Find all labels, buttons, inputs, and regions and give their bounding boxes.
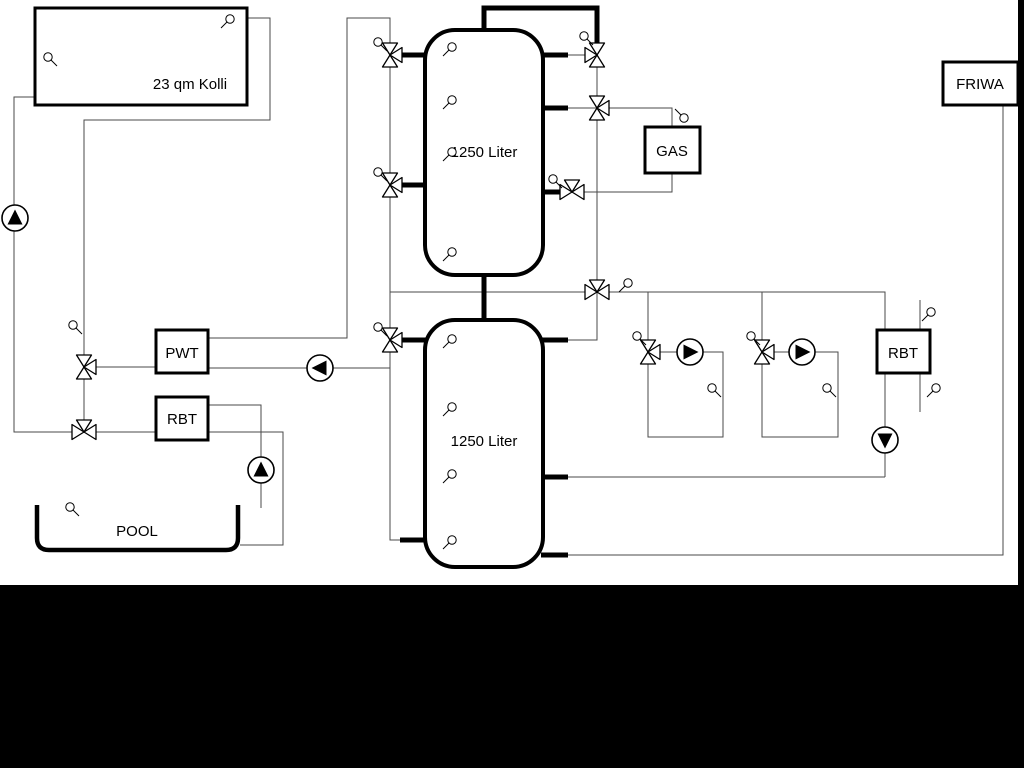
pwt-label: PWT — [165, 345, 198, 362]
solar-collector: 23 qm Kolli — [33, 6, 249, 107]
gas-boiler: GAS — [643, 125, 702, 175]
buffer-tank-bottom-label: 1250 Liter — [451, 433, 518, 450]
pwt-heat-exchanger: PWT — [154, 328, 210, 375]
solar-pump-icon — [1, 204, 29, 232]
heating-pump-2-icon — [788, 338, 816, 366]
right-edge-mask — [1018, 0, 1024, 585]
buffer-tank-top-label: 1250 Liter — [451, 144, 518, 161]
pool-label: POOL — [116, 523, 158, 540]
return-pump-icon — [871, 426, 899, 454]
thick-pipe-connections — [400, 5, 600, 558]
collector-label: 23 qm Kolli — [153, 76, 227, 93]
rbt-right-label: RBT — [888, 345, 918, 362]
heating-pump-1-icon — [676, 338, 704, 366]
rbt-exchanger-right: RBT — [875, 328, 932, 375]
rbt-exchanger-left: RBT — [154, 395, 210, 442]
rbt-left-label: RBT — [167, 411, 197, 428]
pool-basin: POOL — [34, 505, 241, 553]
friwa-station: FRIWA — [941, 60, 1020, 107]
bottom-mask — [0, 585, 1024, 768]
buffer-tank-top: 1250 Liter — [423, 28, 545, 277]
friwa-label: FRIWA — [956, 76, 1004, 93]
buffer-tank-bottom: 1250 Liter — [423, 318, 545, 569]
gas-boiler-label: GAS — [656, 143, 688, 160]
charge-pump-icon — [306, 354, 334, 382]
pool-pump-icon — [247, 456, 275, 484]
